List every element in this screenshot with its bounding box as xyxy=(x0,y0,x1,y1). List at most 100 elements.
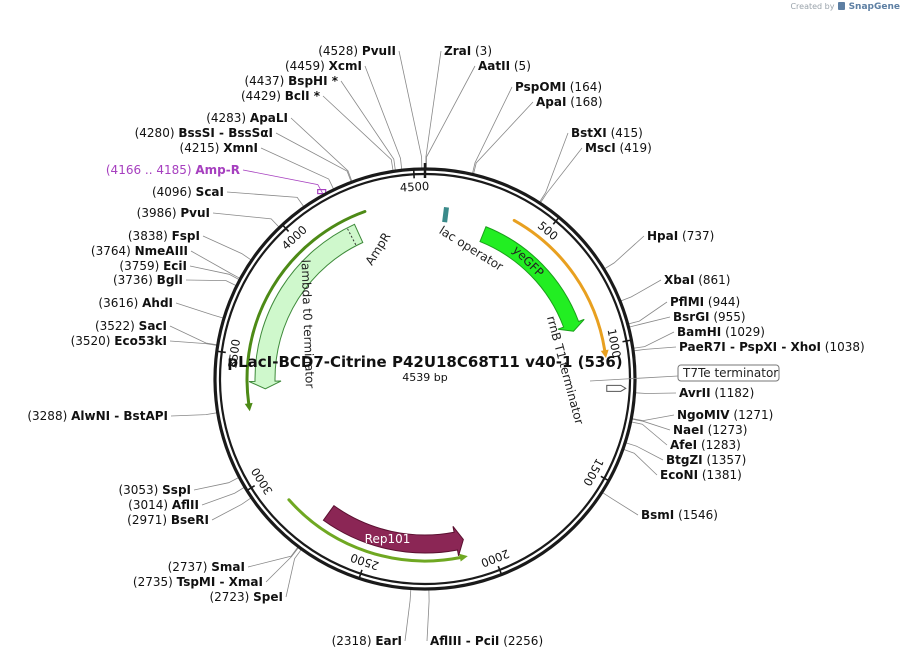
site-leader xyxy=(275,132,352,182)
site-leader xyxy=(193,477,239,491)
site-label-scai[interactable]: (4096) ScaI xyxy=(152,185,224,199)
site-labels[interactable]: ZraI (3)AatII (5) PspOMI (164)ApaI (168) B… xyxy=(27,44,864,648)
site-label-zrai[interactable]: ZraI (3) xyxy=(444,44,492,58)
site-label-bseri[interactable]: (2971) BseRI xyxy=(127,513,209,527)
site-label-bstxi[interactable]: BstXI (415) xyxy=(571,126,643,140)
bp-tick-label: 1000 xyxy=(605,328,624,359)
site-label-amp-r[interactable]: (4166 .. 4185) Amp-R xyxy=(106,163,240,177)
site-leader xyxy=(623,449,658,476)
site-label-naei[interactable]: NaeI (1273) xyxy=(673,423,747,437)
plasmid-title: pLacI-BCD7-Citrine P42U18C68T11 v40-1 (5… xyxy=(227,353,622,371)
site-leader xyxy=(364,65,403,170)
site-leader xyxy=(604,235,645,269)
site-leader xyxy=(472,86,513,174)
site-label-apali[interactable]: (4283) ApaLI xyxy=(206,111,288,125)
site-leader xyxy=(322,95,394,171)
site-label-xcmi[interactable]: (4459) XcmI xyxy=(285,59,362,73)
site-label-ecii[interactable]: (3759) EciI xyxy=(119,259,187,273)
site-label-bsssi[interactable]: (4280) BssSI - BssSαI xyxy=(135,126,273,140)
site-leader xyxy=(635,392,677,394)
site-label-nmeaiii[interactable]: (3764) NmeAIII xyxy=(91,244,188,258)
site-label-avrii[interactable]: AvrII (1182) xyxy=(679,386,754,400)
site-label-bgli[interactable]: (3736) BglI xyxy=(113,273,183,287)
bp-tick xyxy=(282,224,290,232)
site-label-btgzi[interactable]: BtgZI (1357) xyxy=(666,453,746,467)
ampr-outer-arc-head xyxy=(244,402,253,412)
rep101-outer-arc-head xyxy=(459,553,468,562)
lac-operator-feature[interactable] xyxy=(442,207,449,223)
site-label-afliii[interactable]: AflIII - PciI (2256) xyxy=(430,634,543,648)
site-leader xyxy=(190,250,240,279)
site-label-pspomi[interactable]: PspOMI (164) xyxy=(515,80,602,94)
credit-brand: SnapGene xyxy=(848,2,900,12)
site-leader xyxy=(539,132,569,203)
site-label-fspi[interactable]: (3838) FspI xyxy=(128,229,200,243)
site-label-afei[interactable]: AfeI (1283) xyxy=(670,438,741,452)
bp-tick-label: 4500 xyxy=(400,179,430,195)
bp-tick-label: 3500 xyxy=(225,338,243,369)
site-label-ahdi[interactable]: (3616) AhdI xyxy=(98,296,173,310)
site-label-saci[interactable]: (3522) SacI xyxy=(95,319,167,333)
site-leader xyxy=(632,414,675,422)
rep101-outer-arc xyxy=(287,498,462,563)
site-label-pvui[interactable]: (3986) PvuI xyxy=(137,206,210,220)
site-label-bcli[interactable]: (4429) BclI * xyxy=(241,89,321,103)
site-leader xyxy=(398,50,423,169)
site-leader xyxy=(170,412,217,417)
site-leader xyxy=(201,487,245,506)
site-label-eco53ki[interactable]: (3520) Eco53kI xyxy=(71,334,167,348)
site-label-bsphi[interactable]: (4437) BspHI * xyxy=(244,74,338,88)
bp-tick-label: 3000 xyxy=(248,465,275,497)
bp-tick xyxy=(497,565,502,574)
site-label-pflmi[interactable]: PflMI (944) xyxy=(670,295,740,309)
site-label-apai[interactable]: ApaI (168) xyxy=(536,95,603,109)
yegfp-outer-arc-head xyxy=(600,349,609,359)
site-label-bsrgi[interactable]: BsrGI (955) xyxy=(673,310,746,324)
site-label-econi[interactable]: EcoNI (1381) xyxy=(660,468,742,482)
ampr-feature[interactable] xyxy=(248,223,364,390)
rep101-feature[interactable] xyxy=(322,504,464,556)
bp-tick xyxy=(552,217,559,225)
site-label-tspmi[interactable]: (2735) TspMI - XmaI xyxy=(133,575,263,589)
yegfp-outer-arc xyxy=(512,218,607,352)
site-label-aatii[interactable]: AatII (5) xyxy=(478,59,531,73)
site-label-xbai[interactable]: XbaI (861) xyxy=(664,273,731,287)
plasmid-length: 4539 bp xyxy=(402,371,447,384)
site-label-bsmi[interactable]: BsmI (1546) xyxy=(641,508,718,522)
site-leader xyxy=(212,212,280,228)
site-label-pvuii[interactable]: (4528) PvuII xyxy=(318,44,396,58)
site-label-sspi[interactable]: (3053) SspI xyxy=(118,483,191,497)
site-leader xyxy=(633,331,675,349)
site-label-spei[interactable]: (2723) SpeI xyxy=(209,590,283,604)
site-leader xyxy=(629,316,671,328)
site-leader xyxy=(540,147,583,203)
site-leader xyxy=(628,301,668,325)
site-label-alwni[interactable]: (3288) AlwNI - BstAPI xyxy=(27,409,168,423)
site-leader xyxy=(211,497,252,521)
site-label-aflii[interactable]: (3014) AflII xyxy=(128,498,199,512)
site-leader xyxy=(602,492,639,516)
site-label-paer7i[interactable]: PaeR7I - PspXI - XhoI (1038) xyxy=(679,340,865,354)
site-leader xyxy=(620,279,662,302)
yegfp-feature[interactable] xyxy=(479,226,585,332)
site-label-bamhi[interactable]: BamHI (1029) xyxy=(677,325,765,339)
ampr-outer-arc xyxy=(245,210,367,405)
site-label-ngomiv[interactable]: NgoMIV (1271) xyxy=(677,408,773,422)
site-label-xmni[interactable]: (4215) XmnI xyxy=(180,141,258,155)
credit-prefix: Created by xyxy=(790,2,835,11)
site-leader-lines xyxy=(169,50,677,642)
site-leader xyxy=(169,340,217,346)
site-label-hpai[interactable]: HpaI (737) xyxy=(647,229,714,243)
lambda-t0-label: lambda t0 terminator xyxy=(298,259,316,388)
t7te-terminator-mark xyxy=(606,384,627,392)
site-label-smai[interactable]: (2737) SmaI xyxy=(168,560,245,574)
site-label-eari[interactable]: (2318) EarI xyxy=(332,634,402,648)
site-leader xyxy=(425,50,442,168)
site-leader xyxy=(290,117,353,182)
site-leader xyxy=(473,101,534,174)
site-label-msci[interactable]: MscI (419) xyxy=(585,141,652,155)
bp-tick xyxy=(358,569,363,578)
site-leader xyxy=(169,325,217,346)
snapgene-credit: Created by SnapGene xyxy=(790,2,900,12)
site-leader xyxy=(247,547,299,568)
